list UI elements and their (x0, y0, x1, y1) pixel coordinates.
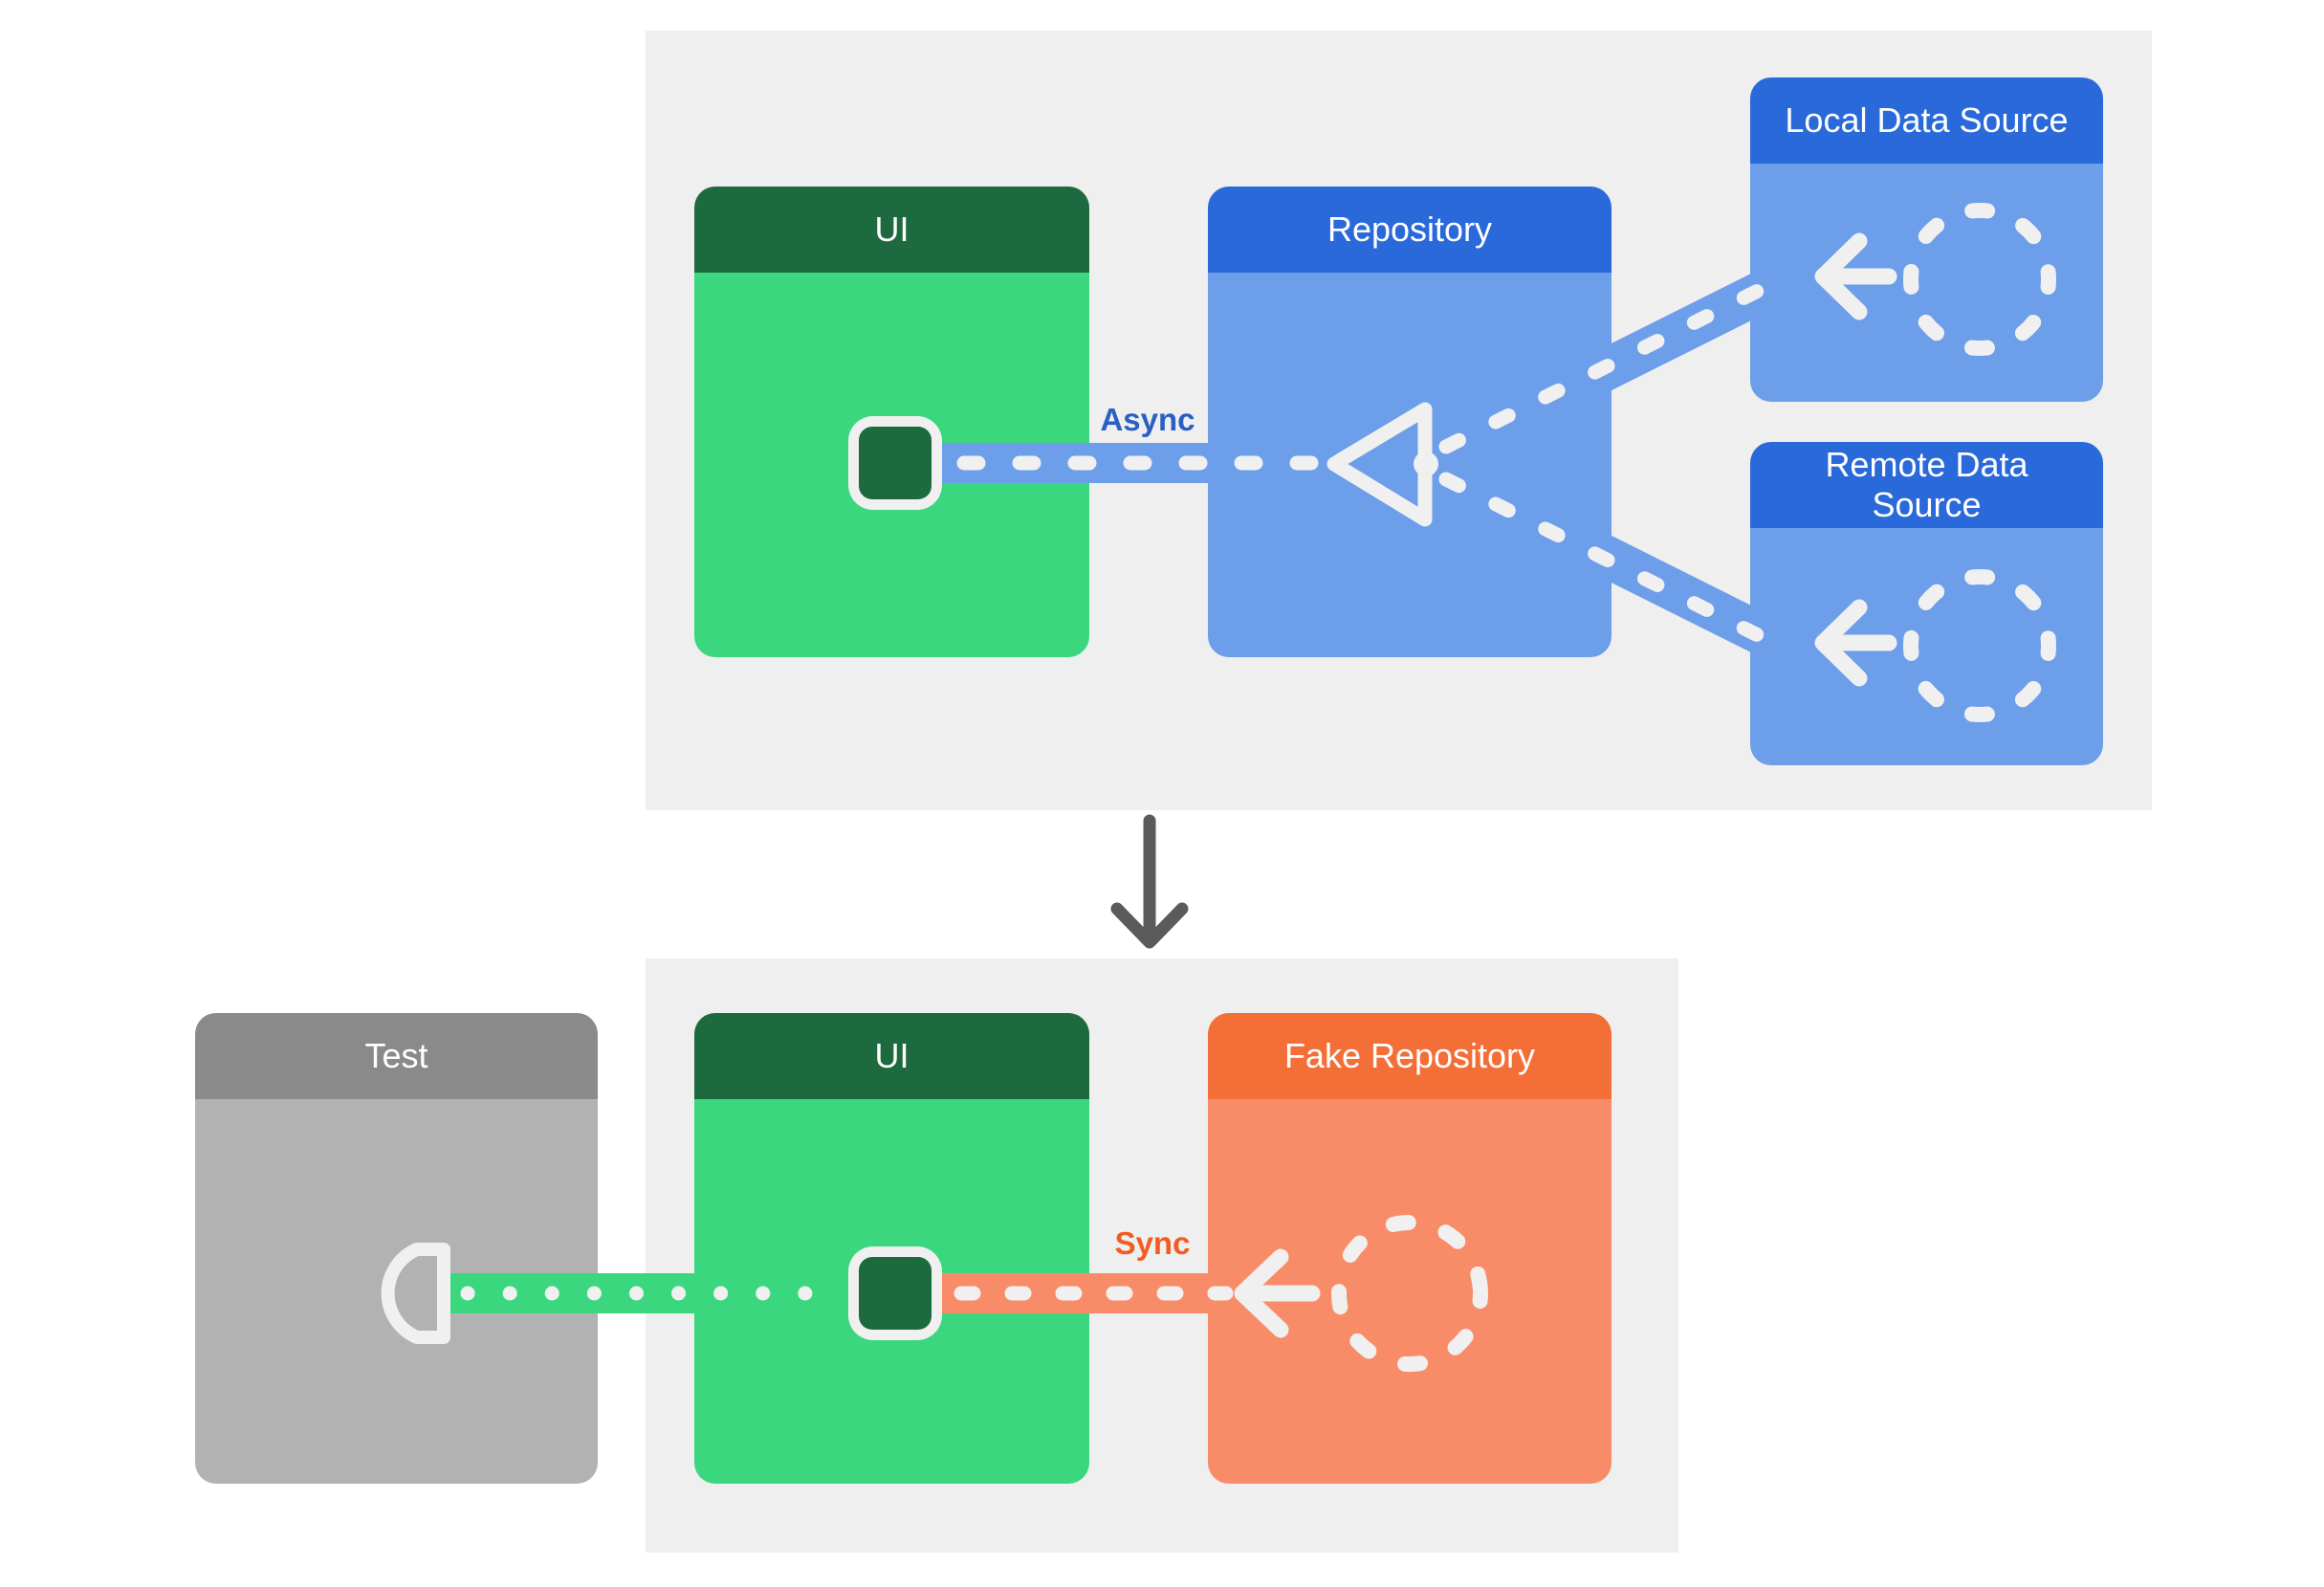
ui-box-bottom-header: UI (694, 1013, 1089, 1099)
repository-box: Repository (1208, 187, 1611, 657)
remote-data-source-body (1750, 528, 2103, 765)
down-arrow-icon (1110, 814, 1189, 949)
ui-box-bottom-body (694, 1099, 1089, 1484)
test-box-header: Test (195, 1013, 598, 1099)
test-box-body (195, 1099, 598, 1484)
ui-box-top-header: UI (694, 187, 1089, 273)
ui-box-bottom-label: UI (874, 1036, 910, 1076)
ui-box-top: UI (694, 187, 1089, 657)
remote-data-source-label: Remote Data Source (1825, 445, 2028, 524)
sync-edge-label: Sync (1114, 1225, 1191, 1261)
test-box: Test (195, 1013, 598, 1484)
remote-data-source-box: Remote Data Source (1750, 442, 2103, 765)
ui-box-top-label: UI (874, 209, 910, 250)
repository-box-label: Repository (1326, 209, 1493, 250)
fake-repository-header: Fake Repository (1208, 1013, 1611, 1099)
fake-repository-box: Fake Repository (1208, 1013, 1611, 1484)
fake-repository-body (1208, 1099, 1611, 1484)
repository-box-body (1208, 273, 1611, 657)
remote-data-source-header: Remote Data Source (1750, 442, 2103, 528)
async-edge-label: Async (1100, 402, 1195, 437)
ui-box-bottom: UI (694, 1013, 1089, 1484)
local-data-source-header: Local Data Source (1750, 77, 2103, 164)
local-data-source-body (1750, 164, 2103, 402)
repository-box-header: Repository (1208, 187, 1611, 273)
test-box-label: Test (364, 1036, 428, 1076)
ui-box-top-body (694, 273, 1089, 657)
local-data-source-box: Local Data Source (1750, 77, 2103, 402)
fake-repository-label: Fake Repository (1283, 1036, 1536, 1076)
local-data-source-label: Local Data Source (1785, 100, 2069, 141)
